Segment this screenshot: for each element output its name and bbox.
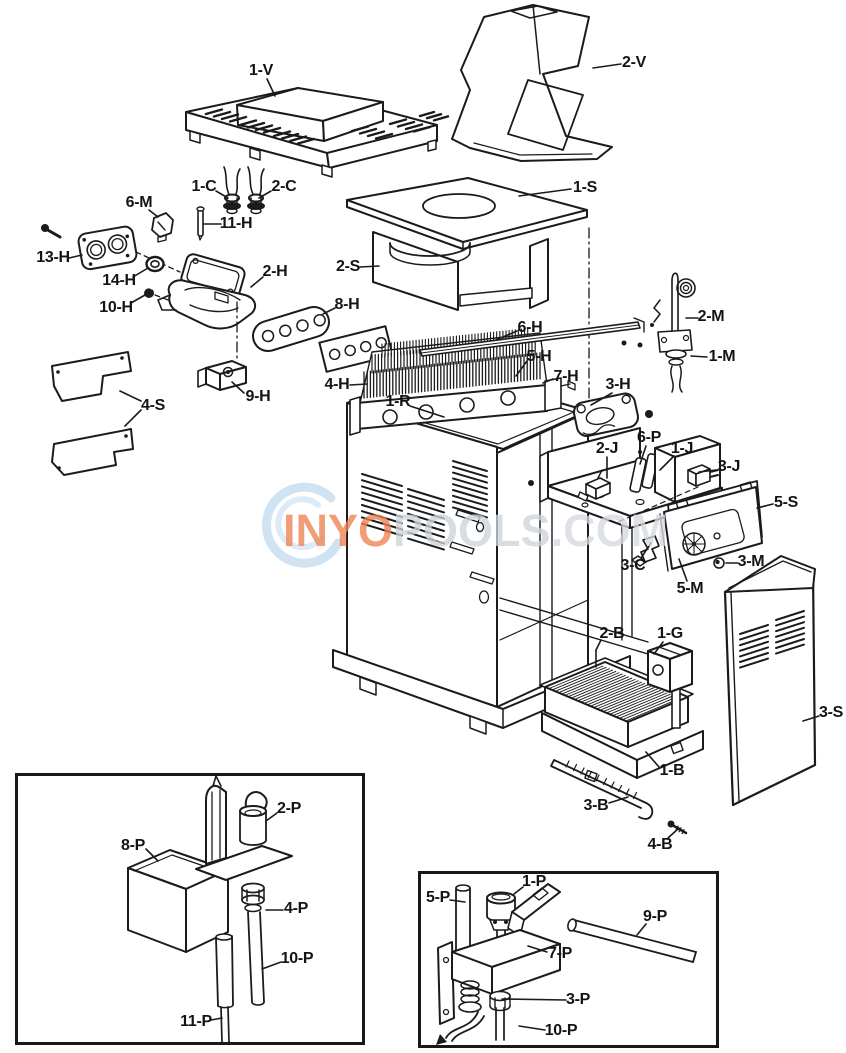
heat-exchanger-5h xyxy=(349,327,576,436)
part-2s-flue-stand xyxy=(372,231,549,311)
part-label-4-b-36: 4-B xyxy=(647,836,673,853)
part-label-5-s-27: 5-S xyxy=(774,494,798,511)
part-3h-bracket xyxy=(572,392,653,438)
part-7p-bracket xyxy=(507,883,561,937)
part-6h-rail xyxy=(419,317,645,357)
part-3m-nut xyxy=(713,557,725,569)
part-13h-plate xyxy=(41,224,181,304)
part-label-7-h-17: 7-H xyxy=(553,368,579,385)
part-6m-bracket xyxy=(151,212,174,243)
part-9h-bracket xyxy=(197,360,247,391)
part-label-1-r-19: 1-R xyxy=(385,393,411,410)
leader-lines xyxy=(68,63,820,1031)
part-label-3-s-33: 3-S xyxy=(819,704,843,721)
inset-box-pilot-assembly xyxy=(15,773,365,1045)
part-label-1-j-25: 1-J xyxy=(670,440,694,457)
part-5m-fan xyxy=(682,532,706,556)
part-5p-tube xyxy=(455,884,471,953)
control-panel-5s xyxy=(659,480,763,572)
part-label-6-m-4: 6-M xyxy=(125,194,153,211)
part-label-1-g-32: 1-G xyxy=(657,625,683,642)
part-2b-burner-tray xyxy=(539,657,694,748)
part-label-1-b-34: 1-B xyxy=(659,762,685,779)
part-1p-cap xyxy=(486,891,516,953)
part-label-6-p-24: 6-P xyxy=(637,429,661,446)
part-label-2-p-38: 2-P xyxy=(277,800,301,817)
part-1v-top-grille-tray xyxy=(185,87,450,178)
part-10p-tube-2 xyxy=(436,1007,505,1045)
part-label-4-s-12: 4-S xyxy=(141,397,165,414)
part-11h-pin xyxy=(196,206,205,241)
part-label-11-h-5: 11-H xyxy=(219,215,253,232)
part-label-11-p-41: 11-P xyxy=(180,1013,212,1030)
part-2j-relay xyxy=(577,469,611,502)
part-label-3-c-28: 3-C xyxy=(620,557,646,574)
part-label-1-c-2: 1-C xyxy=(191,178,217,195)
pilot-parts-inset xyxy=(436,883,697,1045)
part-4s-brackets xyxy=(51,351,134,476)
part-8h-gasket xyxy=(252,305,330,353)
part-label-2-h-9: 2-H xyxy=(262,263,288,280)
pilot-assembly-inset xyxy=(127,775,293,1044)
part-3j-switch xyxy=(617,464,719,523)
part-label-2-s-14: 2-S xyxy=(336,258,360,275)
part-1b-outer-tray xyxy=(541,712,704,783)
part-label-9-p-45: 9-P xyxy=(643,908,667,925)
part-2v-vent-hood xyxy=(451,4,613,162)
part-label-1-m-22: 1-M xyxy=(708,348,736,365)
part-3s-side-panel xyxy=(723,555,817,807)
part-label-2-c-3: 2-C xyxy=(271,178,297,195)
part-11p-tube xyxy=(215,933,234,1044)
part-spring xyxy=(458,980,482,1013)
part-label-10-p-47: 10-P xyxy=(544,1022,578,1039)
part-14h-grommet xyxy=(145,255,165,273)
part-label-1-s-13: 1-S xyxy=(573,179,597,196)
igniter-2m-1m xyxy=(650,272,696,393)
part-label-4-h-18: 4-H xyxy=(324,376,350,393)
part-label-8-p-37: 8-P xyxy=(121,837,145,854)
part-label-14-h-7: 14-H xyxy=(102,272,136,289)
part-2c-sensor xyxy=(247,166,265,215)
part-label-8-h-10: 8-H xyxy=(334,296,360,313)
part-label-4-p-39: 4-P xyxy=(284,900,308,917)
part-label-2-b-31: 2-B xyxy=(599,625,625,642)
part-label-3-p-46: 3-P xyxy=(566,991,590,1008)
part-10p-tube xyxy=(247,911,265,1006)
part-1c-sensor xyxy=(223,166,241,215)
part-label-3-b-35: 3-B xyxy=(583,797,609,814)
part-4h-gasket xyxy=(318,325,394,373)
part-3b-rod xyxy=(550,759,654,820)
part-label-7-p-44: 7-P xyxy=(548,945,572,962)
part-10h-nut xyxy=(143,287,154,298)
part-label-3-h-20: 3-H xyxy=(605,376,631,393)
part-4p-fitting xyxy=(241,882,265,913)
part-label-2-m-21: 2-M xyxy=(697,308,725,325)
part-label-2-j-23: 2-J xyxy=(595,440,619,457)
part-label-10-p-40: 10-P xyxy=(280,950,314,967)
part-label-10-h-8: 10-H xyxy=(99,299,133,316)
inset-box-pilot-parts xyxy=(418,871,719,1048)
part-label-3-j-26: 3-J xyxy=(717,458,741,475)
part-4b-screw xyxy=(667,820,688,835)
part-label-5-m-29: 5-M xyxy=(676,580,704,597)
part-label-1-v-0: 1-V xyxy=(249,62,273,79)
part-2p-pilot xyxy=(205,775,268,865)
part-2h-manifold xyxy=(157,253,257,363)
part-label-2-v-1: 2-V xyxy=(622,54,646,71)
part-1s-top-plate xyxy=(346,177,590,409)
part-label-6-h-15: 6-H xyxy=(517,319,543,336)
part-label-9-h-11: 9-H xyxy=(245,388,271,405)
part-9p-tube xyxy=(567,918,697,963)
watermark-swoosh xyxy=(261,482,343,568)
part-label-5-h-16: 5-H xyxy=(526,348,552,365)
part-label-1-p-43: 1-P xyxy=(522,873,546,890)
part-label-3-m-30: 3-M xyxy=(737,553,765,570)
part-label-5-p-42: 5-P xyxy=(426,889,450,906)
part-label-13-h-6: 13-H xyxy=(36,249,70,266)
